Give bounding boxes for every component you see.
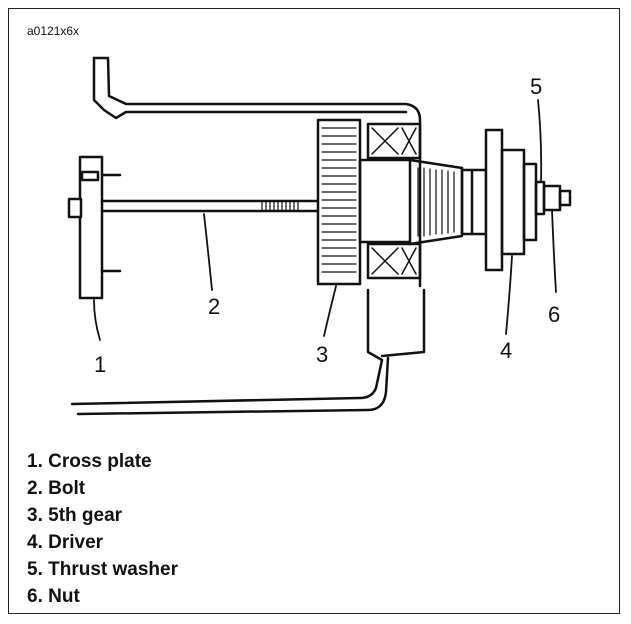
driver-body [500, 148, 526, 256]
leader-1 [93, 299, 101, 341]
leader-2 [203, 213, 213, 291]
legend-item: 2. Bolt [27, 478, 86, 499]
gear-hub [358, 158, 412, 244]
callout-3: 3 [316, 342, 328, 367]
leader-6 [551, 209, 557, 293]
case-housing-top [92, 56, 422, 288]
bolt-end [558, 189, 572, 207]
case-boss-right [380, 288, 426, 358]
bearing-top-x [371, 127, 417, 155]
gear-teeth [321, 127, 357, 273]
callout-1: 1 [94, 352, 106, 377]
driver [484, 128, 504, 272]
driver-step [522, 162, 538, 242]
leader-4 [505, 255, 513, 335]
cross-plate-rib [80, 170, 100, 182]
legend-item: 6. Nut [27, 586, 80, 607]
legend-item: 5. Thrust washer [27, 559, 178, 580]
figure-frame [8, 8, 620, 614]
bolt-thread [261, 200, 299, 212]
bearing-bottom-x [371, 247, 417, 275]
mainshaft-splines [417, 167, 455, 237]
legend-item: 1. Cross plate [27, 451, 152, 472]
shaft-collar [460, 168, 488, 236]
leader-5 [537, 99, 543, 183]
bolt-head [67, 197, 83, 219]
case-housing-bottom [70, 288, 384, 406]
bearing-bottom [366, 242, 422, 280]
callout-6: 6 [548, 302, 560, 327]
bearing-top [366, 122, 422, 160]
legend-item: 3. 5th gear [27, 505, 123, 526]
callout-5: 5 [530, 74, 542, 99]
cross-plate [78, 155, 104, 300]
legend-item: 4. Driver [27, 532, 104, 553]
nut [542, 184, 562, 212]
case-housing-top-inner [92, 56, 408, 120]
leader-3 [323, 285, 337, 337]
callout-4: 4 [500, 338, 512, 363]
case-housing-bottom-inner [76, 356, 390, 416]
callout-2: 2 [208, 294, 220, 319]
figure-id: a0121x6x [27, 24, 80, 38]
legend-list: 1. Cross plate 2. Bolt 3. 5th gear 4. Dr… [27, 448, 178, 610]
